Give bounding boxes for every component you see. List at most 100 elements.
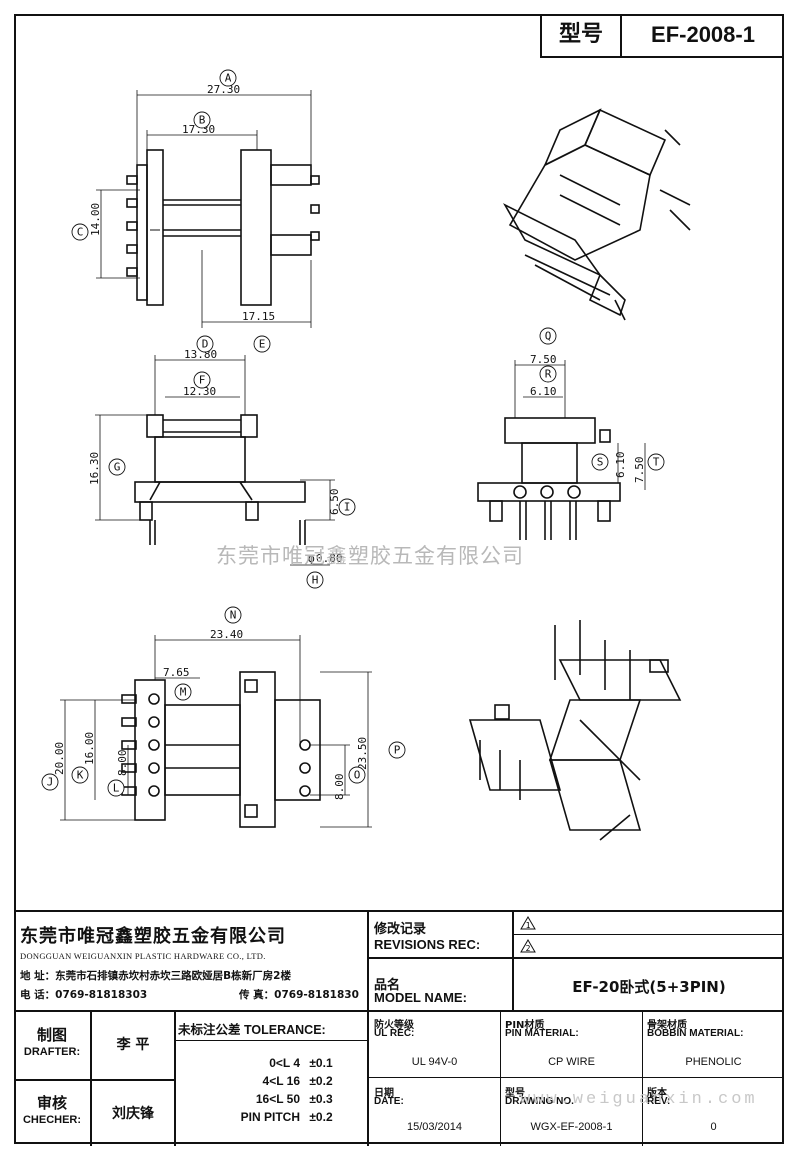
address-label: 地 址： bbox=[20, 970, 56, 982]
ul-en: UL REC: bbox=[374, 1028, 415, 1039]
bobbin-material-value: PHENOLIC bbox=[685, 1056, 742, 1068]
model-header: 型号 EF-2008-1 bbox=[540, 14, 784, 58]
dim-c: 14.00 bbox=[89, 203, 102, 236]
dim-t: 7.50 bbox=[633, 457, 646, 484]
drawing-no-cn: 型号 bbox=[505, 1088, 525, 1099]
callout-p: P bbox=[394, 744, 401, 757]
model-name-en: MODEL NAME: bbox=[374, 990, 467, 1005]
watermark-company: 东莞市唯冠鑫塑胶五金有限公司 bbox=[216, 544, 524, 568]
watermark-site: www.weiguanxin.com bbox=[520, 1090, 758, 1109]
drawing-no-value: WGX-EF-2008-1 bbox=[530, 1121, 613, 1133]
callout-r: R bbox=[545, 368, 552, 381]
callout-k: K bbox=[77, 769, 84, 782]
dim-l: 8.00 bbox=[116, 750, 129, 777]
callout-c: C bbox=[77, 226, 84, 239]
dim-f: 12.30 bbox=[183, 385, 216, 398]
revision-1-num: 1 bbox=[526, 921, 531, 930]
dim-o: 8.00 bbox=[333, 774, 346, 801]
date-en: DATE: bbox=[374, 1096, 404, 1107]
top-view bbox=[126, 149, 320, 306]
dim-n: 23.40 bbox=[210, 628, 243, 641]
tolerance-row: 0<L 4 ±0.1 bbox=[269, 1056, 333, 1070]
callout-b: B bbox=[199, 114, 206, 127]
rev-en: REV: bbox=[647, 1096, 671, 1107]
revision-2-num: 2 bbox=[526, 944, 531, 953]
tolerance-title-cn: 未标注公差 bbox=[178, 1022, 241, 1037]
callout-m: M bbox=[180, 686, 187, 699]
phone: 0769-81818303 bbox=[55, 989, 148, 1001]
callout-a: A bbox=[225, 72, 232, 85]
dim-k: 16.00 bbox=[83, 732, 96, 765]
revisions-cn: 修改记录 bbox=[374, 922, 427, 937]
callout-letters: A B C D E F G I H Q R S T N M J K L O P bbox=[47, 72, 660, 795]
pin-material-en: PIN MATERIAL: bbox=[505, 1028, 579, 1039]
dim-a: 27.30 bbox=[207, 83, 240, 96]
model-name-value: EF-20卧式(5+3PIN) bbox=[572, 978, 726, 996]
model-name-cn: 品名 bbox=[374, 978, 401, 993]
model-value: EF-2008-1 bbox=[651, 22, 755, 47]
rev-value: 0 bbox=[710, 1121, 717, 1133]
bobbin-material-en: BOBBIN MATERIAL: bbox=[647, 1028, 744, 1039]
callout-t: T bbox=[653, 456, 660, 469]
dim-h-prefix: φ bbox=[308, 552, 315, 565]
drawing-no-en: DRAWING NO. bbox=[505, 1096, 574, 1107]
side-view bbox=[477, 417, 621, 540]
ul-cn: 防火等级 bbox=[374, 1020, 414, 1031]
dim-r: 6.10 bbox=[530, 385, 557, 398]
technical-drawing: 27.30 17.30 14.00 17.15 13.80 12.30 16.3… bbox=[41, 69, 691, 841]
address: 东莞市石排镇赤坎村赤坎三路欧娅居B栋新厂房2楼 bbox=[55, 970, 291, 982]
front-view bbox=[134, 414, 306, 545]
rev-cn: 版本 bbox=[647, 1088, 667, 1099]
drafter-name: 李 平 bbox=[116, 1037, 150, 1053]
drawing-frame bbox=[14, 14, 784, 1144]
callout-circles bbox=[41, 69, 665, 797]
callout-l: L bbox=[113, 782, 120, 795]
dim-j: 20.00 bbox=[53, 742, 66, 775]
dim-q: 7.50 bbox=[530, 353, 557, 366]
company-name-cn: 东莞市唯冠鑫塑胶五金有限公司 bbox=[20, 926, 286, 947]
dim-m: 7.65 bbox=[163, 666, 190, 679]
isometric-view-top bbox=[502, 108, 691, 321]
drafter-en: DRAFTER: bbox=[23, 1046, 81, 1058]
dim-i: 6.50 bbox=[328, 489, 341, 516]
callout-e: E bbox=[259, 338, 266, 351]
bobbin-material-cn: 骨架材质 bbox=[647, 1020, 687, 1031]
tolerance-row: PIN PITCH ±0.2 bbox=[240, 1110, 333, 1124]
fax-label: 传 真： bbox=[239, 989, 275, 1001]
title-block: 东莞市唯冠鑫塑胶五金有限公司 DONGGUAN WEIGUANXIN PLAST… bbox=[14, 910, 784, 1146]
callout-s: S bbox=[597, 456, 604, 469]
checker-cn: 审核 bbox=[36, 1094, 67, 1112]
revisions-en: REVISIONS REC: bbox=[374, 937, 481, 952]
ul-value: UL 94V-0 bbox=[411, 1056, 458, 1068]
callout-j: J bbox=[47, 776, 54, 789]
callout-f: F bbox=[199, 374, 206, 387]
callout-h: H bbox=[312, 574, 319, 587]
callout-q: Q bbox=[545, 330, 552, 343]
callout-n: N bbox=[230, 609, 237, 622]
callout-g: G bbox=[114, 461, 121, 474]
bottom-view bbox=[121, 671, 321, 828]
phone-label: 电 话： bbox=[20, 989, 56, 1001]
tolerance-row: 4<L 16 ±0.2 bbox=[262, 1074, 333, 1088]
date-value: 15/03/2014 bbox=[406, 1121, 463, 1133]
tolerance-table: 0<L 4 ±0.1 4<L 16 ±0.2 16<L 50 ±0.3 PIN … bbox=[214, 1054, 364, 1126]
dimension-lines bbox=[60, 90, 646, 828]
revision-1-triangle: 1 bbox=[520, 916, 536, 930]
callout-d: D bbox=[202, 338, 209, 351]
dimension-values: 27.30 17.30 14.00 17.15 13.80 12.30 16.3… bbox=[53, 83, 646, 800]
dim-e: 17.15 bbox=[242, 310, 275, 323]
tolerance-title-en: TOLERANCE: bbox=[244, 1023, 326, 1037]
tolerance-row: 16<L 50 ±0.3 bbox=[255, 1092, 333, 1106]
dim-g: 16.30 bbox=[88, 452, 101, 485]
date-cn: 日期 bbox=[374, 1088, 394, 1099]
dim-s: 6.10 bbox=[614, 452, 627, 479]
company-name-en: DONGGUAN WEIGUANXIN PLASTIC HARDWARE CO.… bbox=[20, 951, 266, 961]
callout-o: O bbox=[354, 769, 361, 782]
callout-i: I bbox=[344, 501, 351, 514]
pin-material-cn: PIN材质 bbox=[505, 1020, 545, 1031]
pin-material-value: CP WIRE bbox=[548, 1056, 595, 1068]
drafter-cn: 制图 bbox=[36, 1026, 67, 1044]
fax: 0769-8181830 bbox=[274, 989, 359, 1001]
dim-p: 23.50 bbox=[356, 737, 369, 770]
checker-en: CHECHER: bbox=[22, 1114, 82, 1126]
